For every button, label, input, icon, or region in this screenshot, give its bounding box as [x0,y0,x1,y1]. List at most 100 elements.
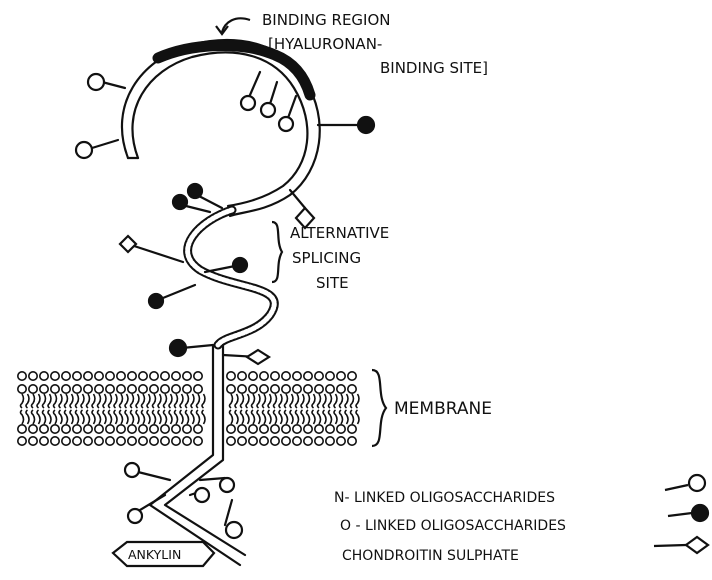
lipid-head [62,372,70,380]
lipid-head [282,437,290,445]
chondroitin-sulphate [247,350,269,364]
lipid-head [271,425,279,433]
legend: N- LINKED OLIGOSACCHARIDES O - LINKED OL… [334,475,708,564]
o-linked-sugar [173,195,187,209]
lipid-tail [164,410,167,424]
lipid-head [271,437,279,445]
lipid-head [194,437,202,445]
lipid-tail [296,394,299,408]
lipid-head [84,385,92,393]
lipid-tail [307,394,310,408]
lipid-tail [180,410,183,424]
lipid-tail [252,410,255,424]
lipid-tail [43,394,46,408]
o-linked-sugar [170,340,186,356]
lipid-tail [246,394,249,408]
lipid-head [326,437,334,445]
alternative-splicing-label: ALTERNATIVE [290,224,389,242]
lipid-tail [54,410,57,424]
lipid-head [18,425,26,433]
n-linked-sugar [279,117,293,131]
lipid-tail [351,410,354,424]
lipid-head [139,437,147,445]
alternative-splicing-label: SPLICING [292,249,361,267]
lipid-tail [54,394,57,408]
lipid-tail [169,410,172,424]
lipid-head [139,425,147,433]
lipid-tail [158,410,161,424]
lipid-tail [329,394,332,408]
lipid-tail [87,410,90,424]
lipid-tail [323,410,326,424]
lipid-tail [65,410,68,424]
lipid-tail [164,394,167,408]
lipid-head [128,437,136,445]
lipid-tail [318,394,321,408]
n-linked-sugar [226,522,242,538]
filled-circle-icon [692,505,708,521]
lipid-head [73,437,81,445]
lipid-head [106,372,114,380]
lipid-head [315,437,323,445]
lipid-head [227,372,235,380]
lipid-tail [169,394,172,408]
lipid-head [73,425,81,433]
lipid-head [304,372,312,380]
lipid-head [282,372,290,380]
lipid-tail [241,394,244,408]
n-linked-sugar [128,509,142,523]
lipid-head [150,372,158,380]
lipid-head [183,437,191,445]
lipid-head [271,372,279,380]
lipid-head [150,437,158,445]
lipid-head [238,385,246,393]
lipid-bilayer [18,372,359,445]
lipid-tail [21,410,24,424]
membrane-label: MEMBRANE [394,399,492,419]
lipid-tail [241,410,244,424]
lipid-head [260,372,268,380]
lipid-head [172,437,180,445]
lipid-tail [175,410,178,424]
lipid-tail [301,394,304,408]
lipid-head [194,425,202,433]
lipid-head [194,385,202,393]
lipid-head [326,372,334,380]
lipid-tail [125,394,128,408]
o-linked-sugar [358,117,374,133]
lipid-head [40,385,48,393]
lipid-head [249,385,257,393]
lipid-tail [103,410,106,424]
lipid-head [337,385,345,393]
lipid-tail [274,410,277,424]
lipid-tail [70,410,73,424]
o-linked-sugar [149,294,163,308]
lipid-tail [59,394,62,408]
lipid-tail [147,410,150,424]
lipid-tail [345,394,348,408]
binding-region-label: [HYALURONAN- [268,35,382,53]
binding-region-label: BINDING SITE] [380,59,488,77]
lipid-head [304,385,312,393]
binding-region-label: BINDING REGION [262,11,391,29]
lipid-tail [329,410,332,424]
n-linked-sugar [195,488,209,502]
lipid-head [95,425,103,433]
lipid-head [183,385,191,393]
lipid-head [260,437,268,445]
lipid-head [84,372,92,380]
lipid-head [51,425,59,433]
lipid-tail [142,394,145,408]
lipid-tail [131,410,134,424]
lipid-tail [246,410,249,424]
alternative-splicing-label: SITE [316,274,349,292]
lipid-head [150,425,158,433]
lipid-tail [120,410,123,424]
lipid-head [161,437,169,445]
lipid-tail [285,410,288,424]
lipid-tail [356,410,359,424]
lipid-head [293,425,301,433]
lipid-tail [180,394,183,408]
legend-label: CHONDROITIN SULPHATE [342,548,519,564]
open-circle-icon [689,475,705,491]
